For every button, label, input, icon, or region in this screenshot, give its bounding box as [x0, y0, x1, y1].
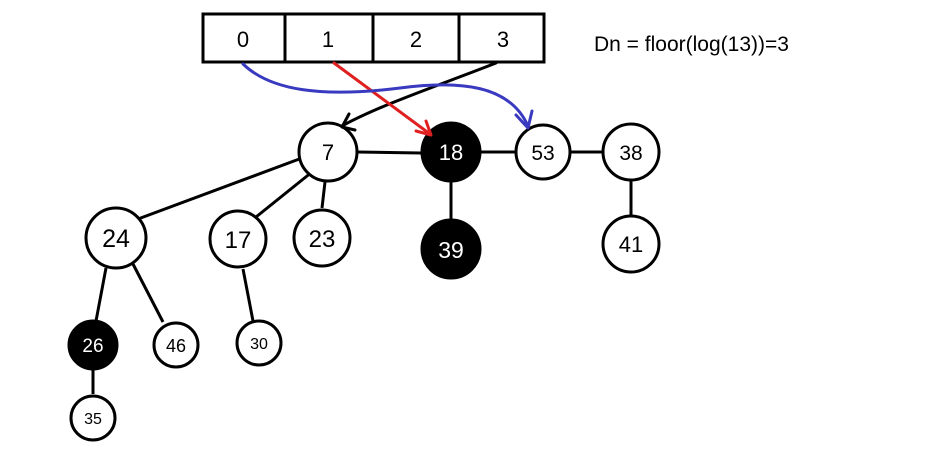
node-circle: [235, 319, 283, 367]
node-41: 41: [601, 214, 661, 274]
node-circle: [69, 394, 117, 442]
node-circle: [514, 123, 572, 181]
array-cell-0: 0: [237, 27, 249, 52]
tree-nodes: 7 18 53 38 24 17 23 39: [67, 121, 661, 442]
node-35: 35: [69, 394, 117, 442]
node-label: 38: [619, 142, 642, 165]
node-circle: [601, 214, 661, 274]
node-circle: [420, 121, 482, 183]
node-label: 41: [619, 232, 643, 257]
child-edge: [241, 268, 255, 322]
node-7: 7: [297, 121, 359, 183]
arrow-cell-1-to-node-18: [332, 61, 433, 137]
array-cell-2: 2: [410, 27, 422, 52]
child-edge: [131, 263, 165, 323]
node-label: 53: [531, 142, 554, 165]
node-23: 23: [292, 208, 352, 268]
node-24: 24: [84, 206, 148, 270]
node-circle: [420, 218, 482, 280]
node-label: 26: [82, 336, 103, 357]
node-circle: [152, 321, 200, 369]
arrow-cell-0-to-node-53: [241, 62, 534, 130]
node-circle: [208, 209, 268, 269]
tree-edges: [91, 150, 633, 394]
degree-array: 0 1 2 3: [201, 12, 546, 64]
degree-formula: Dn = floor(log(13))=3: [594, 33, 789, 56]
node-label: 24: [102, 225, 130, 253]
arrow-cell-3-to-node-7: [340, 61, 498, 132]
array-cell-1: 1: [322, 27, 334, 52]
array-cell-3: 3: [497, 27, 509, 52]
node-label: 39: [438, 237, 464, 263]
node-circle: [601, 122, 661, 182]
node-30: 30: [235, 319, 283, 367]
child-edge: [320, 181, 327, 209]
node-26: 26: [67, 319, 119, 371]
node-39: 39: [420, 218, 482, 280]
node-label: 7: [322, 140, 334, 165]
node-label: 23: [309, 226, 336, 253]
node-circle: [67, 319, 119, 371]
root-list-edge: [356, 150, 422, 155]
node-17: 17: [208, 209, 268, 269]
node-label: 35: [84, 411, 102, 428]
node-label: 17: [225, 227, 252, 254]
node-label: 46: [166, 336, 186, 356]
node-46: 46: [152, 321, 200, 369]
array-pointers: [241, 61, 534, 137]
node-18: 18: [420, 121, 482, 183]
child-edge: [137, 156, 303, 221]
child-edge: [255, 170, 313, 219]
node-53: 53: [514, 123, 572, 181]
node-label: 30: [250, 336, 268, 353]
node-circle: [297, 121, 359, 183]
node-circle: [292, 208, 352, 268]
node-circle: [84, 206, 148, 270]
node-label: 18: [439, 140, 463, 165]
node-38: 38: [601, 122, 661, 182]
child-edge: [94, 267, 108, 322]
